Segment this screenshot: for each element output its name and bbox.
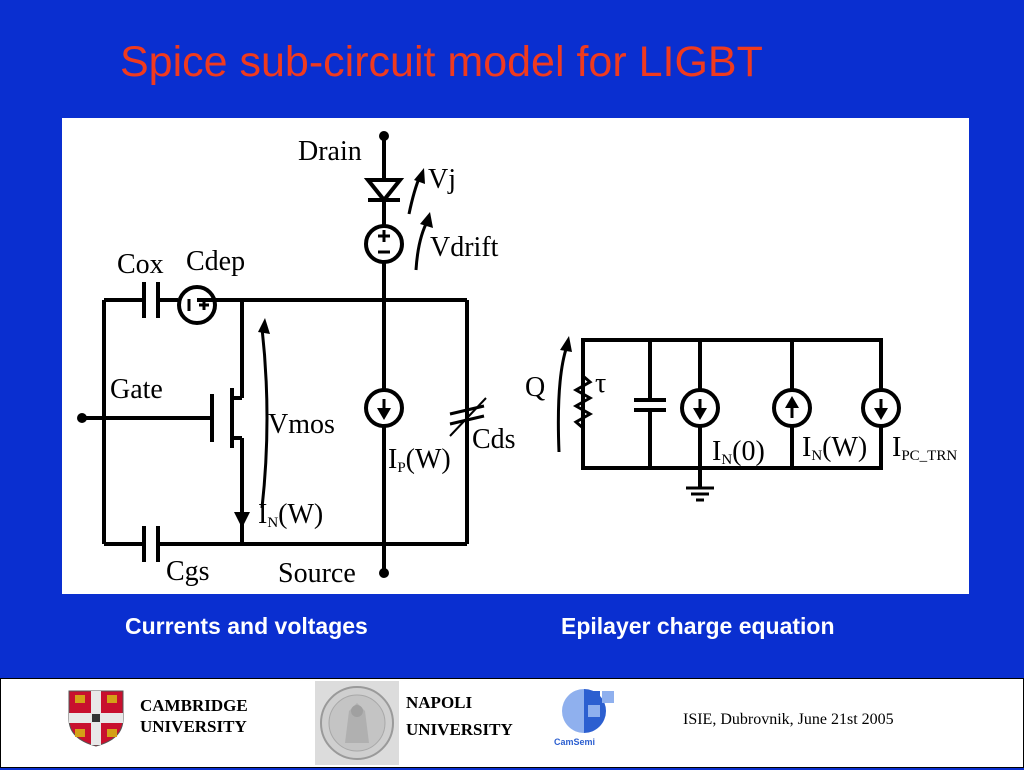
caption-epilayer-charge: Epilayer charge equation [561, 613, 835, 639]
inw-arrowhead [785, 396, 799, 408]
source-terminal [379, 568, 389, 578]
vdrift-arrowhead [420, 212, 433, 228]
in-w-arrowhead [234, 512, 250, 528]
label-vmos: Vmos [268, 409, 335, 440]
q-arrow [556, 345, 569, 453]
conference-label: ISIE, Dubrovnik, June 21st 2005 [683, 711, 894, 728]
label-source: Source [278, 558, 356, 589]
vmos-arrowhead [258, 318, 270, 334]
label-vdrift: Vdrift [430, 232, 499, 263]
label-vj: Vj [428, 164, 456, 195]
caption-currents-voltages: Currents and voltages [125, 613, 368, 639]
cambridge-crest-icon [68, 690, 124, 747]
drain-terminal [379, 131, 389, 141]
label-in-w-left: IN(W) [258, 499, 323, 531]
label-in-w-right: IN(W) [802, 432, 867, 464]
vj-arrowhead [414, 168, 425, 184]
label-gate: Gate [110, 374, 163, 405]
circuit-diagram-panel: Drain Vj Vdrift Cox Cdep Gate Vmos Cds C… [62, 118, 969, 594]
slide-title: Spice sub-circuit model for LIGBT [120, 38, 763, 86]
label-cox: Cox [117, 249, 164, 280]
camsemi-logo-text: CamSemi [554, 737, 596, 747]
label-drain: Drain [298, 136, 362, 167]
camsemi-logo-icon [562, 689, 614, 733]
label-q: Q [525, 372, 545, 403]
gate-terminal [77, 413, 87, 423]
diode-symbol [363, 178, 405, 204]
in0-arrowhead [693, 408, 707, 420]
label-cgs: Cgs [166, 556, 210, 587]
vmos-arrow [260, 327, 269, 509]
label-tau: τ [595, 368, 606, 399]
label-ip-w: IP(W) [388, 444, 451, 476]
napoli-seal [315, 681, 399, 765]
cds-plate-bottom [449, 414, 485, 426]
label-ipc-trn: IPC_TRN [892, 432, 957, 464]
cdep-source [177, 285, 217, 325]
vj-arrow [407, 175, 422, 215]
ipc-arrowhead [874, 408, 888, 420]
napoli-seal-icon [320, 686, 394, 760]
circuit-diagram: Drain Vj Vdrift Cox Cdep Gate Vmos Cds C… [77, 131, 957, 589]
cds-variable-arrow [449, 397, 487, 437]
ip-arrowhead [377, 408, 391, 420]
label-cds: Cds [472, 424, 516, 455]
label-in-0: IN(0) [712, 436, 765, 468]
tau-resistor [572, 374, 594, 430]
q-arrowhead [560, 336, 572, 352]
vdrift-arrow [414, 219, 430, 271]
label-cdep: Cdep [186, 246, 245, 277]
